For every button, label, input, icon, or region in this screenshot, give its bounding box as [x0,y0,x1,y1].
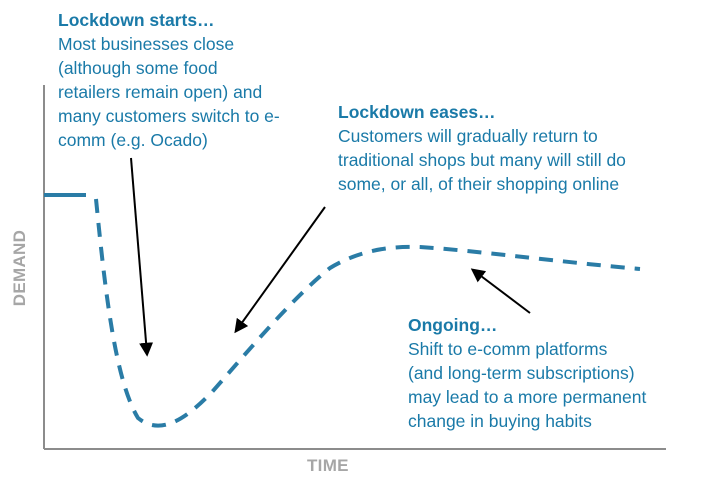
annotation-body-lockdown-eases: Customers will gradually return to tradi… [338,126,626,194]
annotation-heading-lockdown-starts: Lockdown starts… [58,10,215,30]
y-axis-label: DEMAND [10,229,29,307]
pointer-arrow-ongoing [470,268,531,314]
annotation-lockdown-starts: Lockdown starts… Most businesses close (… [58,8,358,152]
annotation-heading-lockdown-eases: Lockdown eases… [338,102,496,122]
annotation-heading-ongoing: Ongoing… [408,315,498,335]
annotation-ongoing: Ongoing… Shift to e-comm platforms (and … [408,313,706,433]
demand-curve [94,198,641,428]
pointer-arrow-lockdown-eases [234,206,326,334]
annotation-lockdown-eases: Lockdown eases… Customers will gradually… [338,100,698,196]
annotation-body-lockdown-starts: Most businesses close (although some foo… [58,34,280,150]
pointer-arrow-lockdown-starts [130,157,154,357]
annotation-body-ongoing: Shift to e-comm platforms (and long-term… [408,339,647,431]
x-axis-label: TIME [307,456,349,475]
